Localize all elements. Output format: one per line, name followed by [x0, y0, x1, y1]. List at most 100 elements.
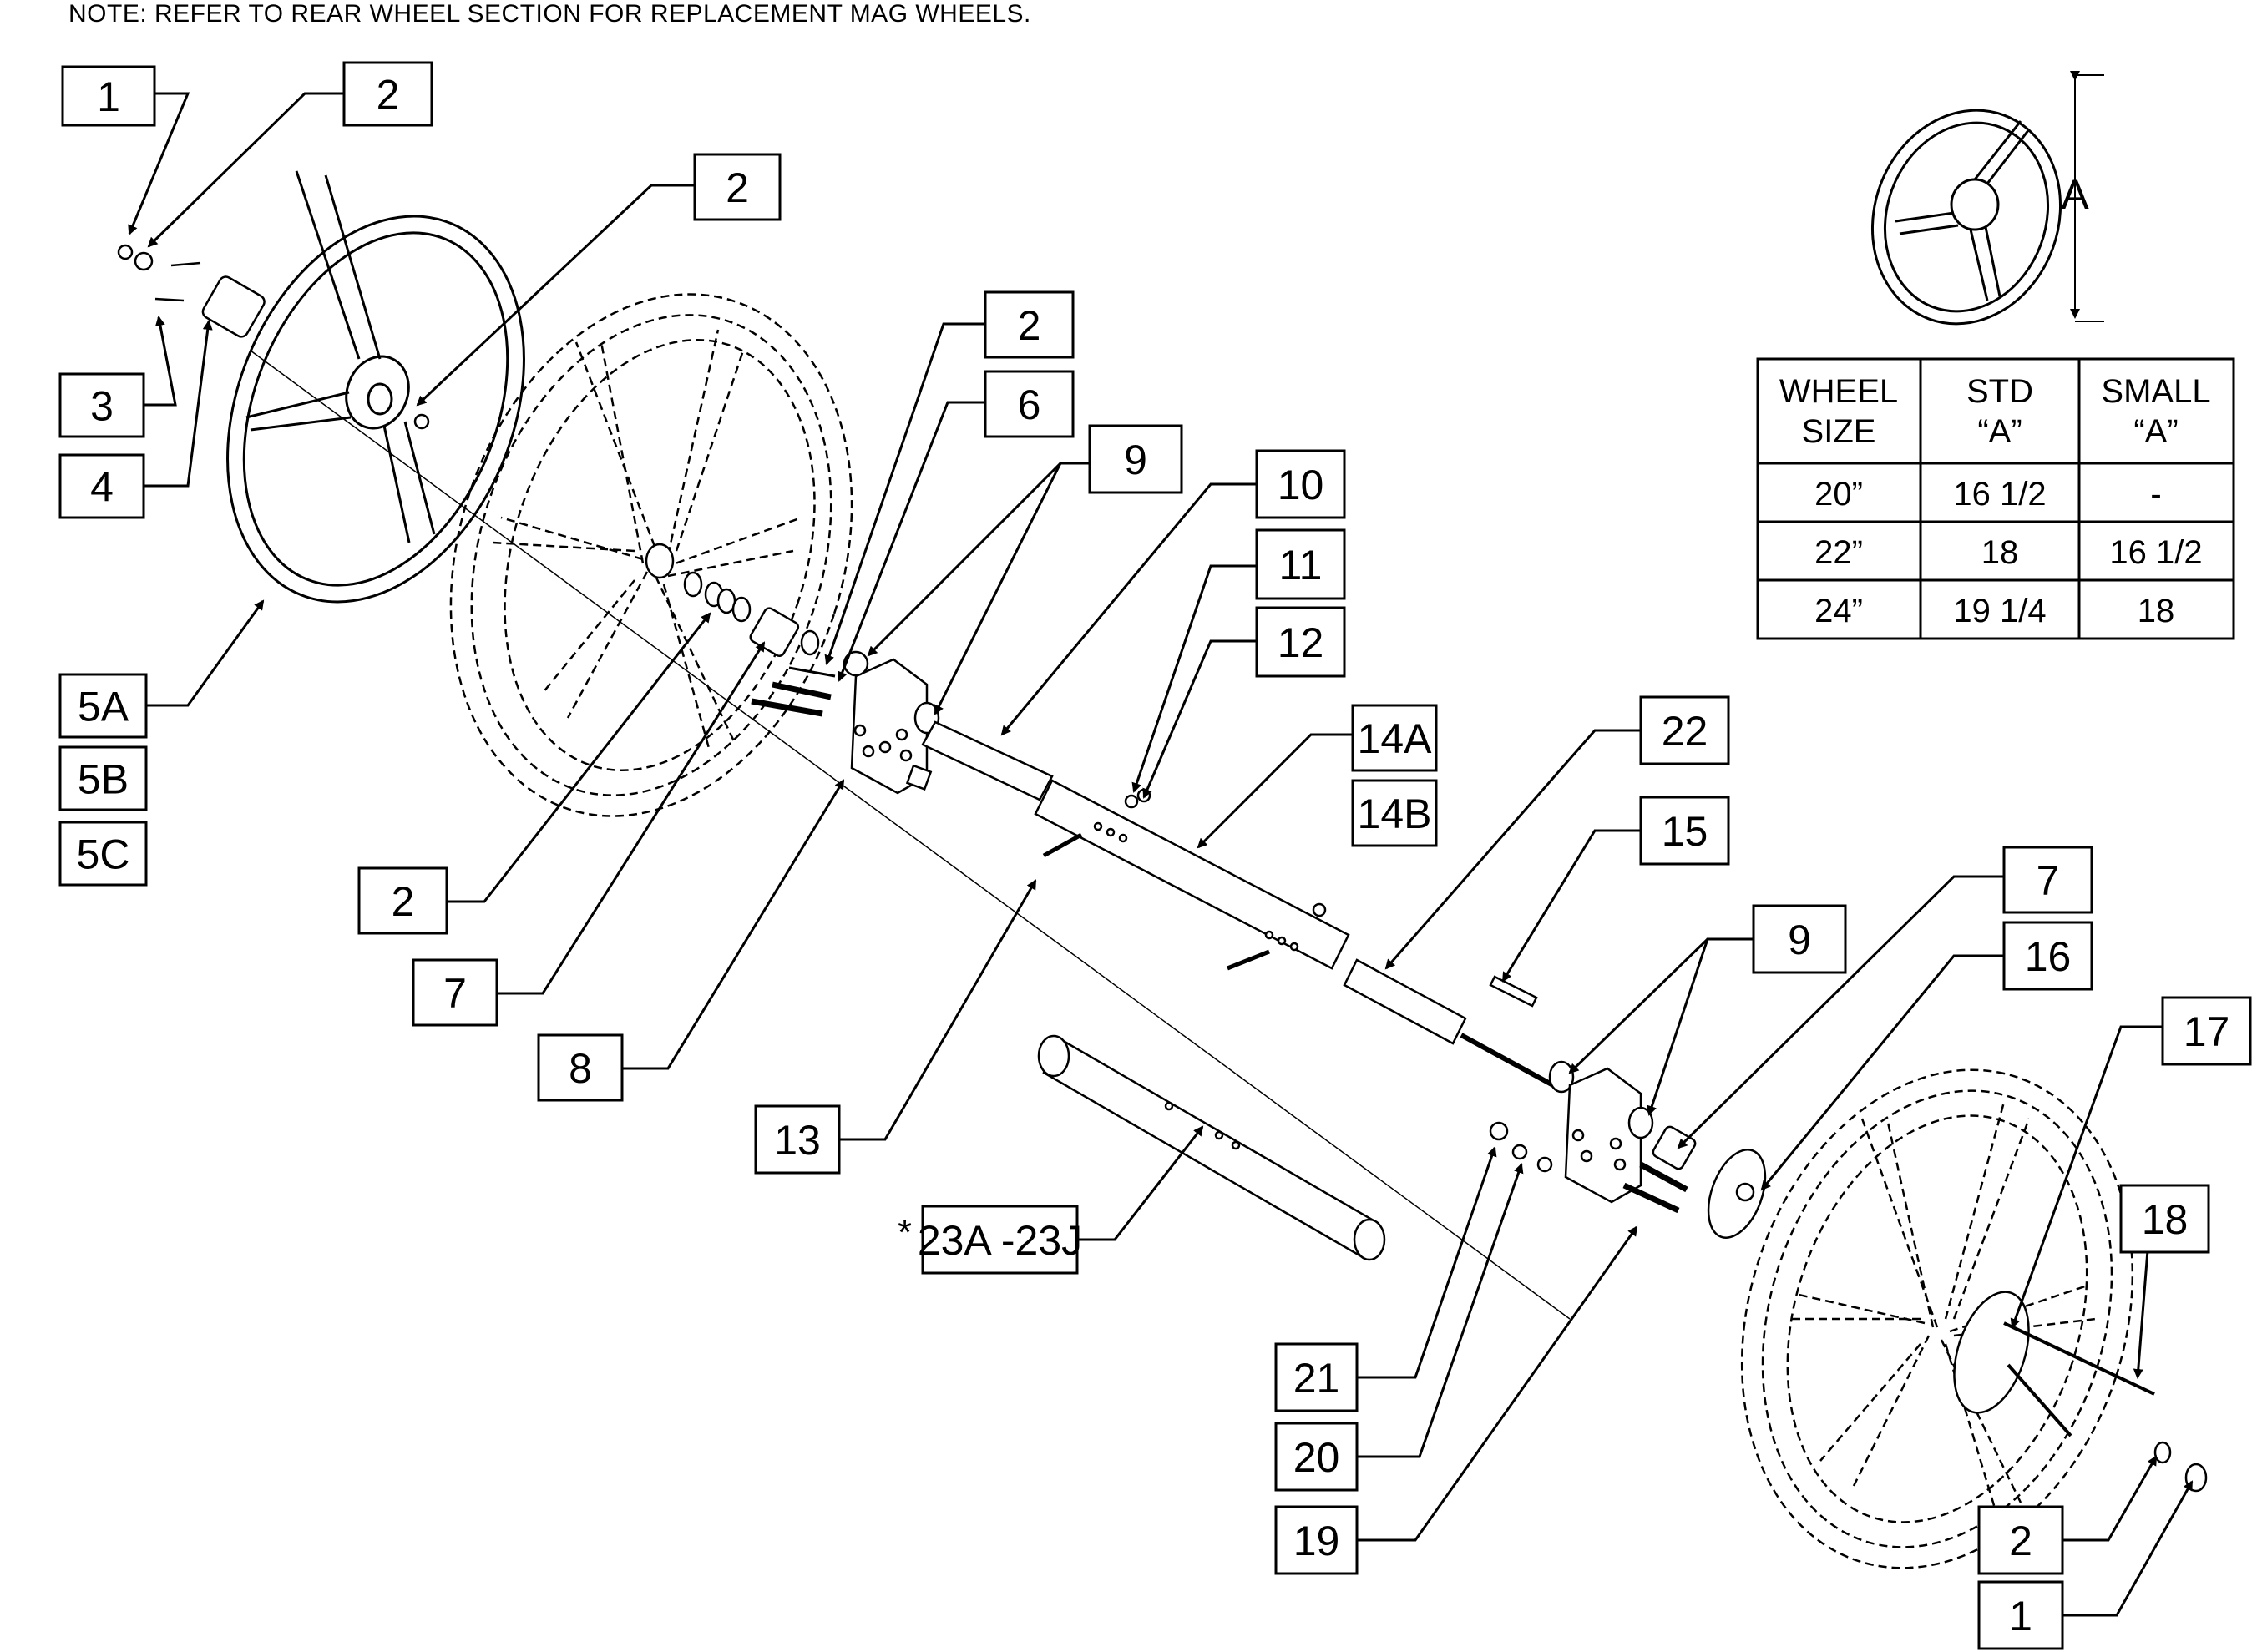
callout-c2b: 2 — [693, 153, 782, 221]
callout-label: 7 — [2037, 857, 2060, 904]
callout-label: 3 — [90, 383, 114, 430]
asterisk-mark: * — [898, 1212, 913, 1253]
table-header-cell: “A” — [2133, 413, 2178, 450]
callout-c15: 15 — [1639, 796, 1730, 866]
callout-c2e: 2 — [1977, 1505, 2064, 1575]
callout-label: 5A — [78, 684, 129, 730]
dimension-a-label: A — [2061, 171, 2089, 218]
callout-c2d: 2 — [984, 290, 1075, 359]
callout-c5C: 5C — [58, 821, 148, 887]
callout-box — [1752, 904, 1847, 974]
callout-label: 17 — [2184, 1008, 2230, 1055]
callout-box — [58, 673, 148, 739]
callout-box — [58, 453, 145, 519]
callout-box — [61, 65, 156, 127]
callout-c17: 17 — [2161, 996, 2252, 1066]
callout-c2a: 2 — [342, 61, 433, 127]
table-cell: 18 — [2138, 593, 2175, 629]
callout-label: 5C — [77, 831, 130, 878]
callout-label: 7 — [443, 970, 467, 1017]
callout-label: 8 — [569, 1045, 592, 1092]
callout-label: 1 — [97, 73, 120, 120]
callout-box — [1255, 449, 1346, 519]
callout-box — [1351, 779, 1438, 847]
callout-label: 1 — [2009, 1593, 2032, 1639]
callout-c2c: 2 — [357, 866, 448, 935]
callout-c21: 21 — [1274, 1342, 1359, 1412]
rear-wheel-left — [449, 293, 853, 817]
callout-label: 2 — [392, 878, 415, 925]
callout-c19: 19 — [1274, 1505, 1359, 1575]
callout-label: 14B — [1358, 791, 1432, 837]
callout-label: 14A — [1358, 715, 1433, 762]
callout-box — [754, 1104, 841, 1175]
callout-c22: 22 — [1639, 695, 1730, 765]
callout-label: 20 — [1293, 1434, 1340, 1481]
table-cell: 16 1/2 — [2109, 534, 2202, 571]
callout-c10: 10 — [1255, 449, 1346, 519]
callout-label: 12 — [1278, 619, 1324, 666]
table-cell: - — [2150, 476, 2161, 513]
callout-label: 10 — [1278, 462, 1324, 508]
callout-box — [2002, 921, 2093, 991]
table-cell: 24” — [1814, 593, 1863, 629]
callout-label: 23A -23J — [918, 1217, 1082, 1264]
callout-box — [1639, 695, 1730, 765]
callout-c20: 20 — [1274, 1422, 1359, 1492]
table-header-cell: STD — [1966, 373, 2033, 410]
callout-c3: 3 — [58, 372, 145, 438]
table-cell: 18 — [1981, 534, 2019, 571]
callout-label: 2 — [1018, 302, 1041, 349]
callout-box — [1351, 704, 1438, 772]
callout-c1a: 1 — [61, 65, 156, 127]
callout-label: 6 — [1018, 381, 1041, 428]
callout-box — [58, 372, 145, 438]
callout-box — [2161, 996, 2252, 1066]
table-cell: 19 1/4 — [1953, 593, 2046, 629]
callout-box — [1977, 1580, 2064, 1650]
callout-box — [2119, 1184, 2210, 1254]
callout-box — [1639, 796, 1730, 866]
callout-c23: 23A -23J — [918, 1205, 1082, 1275]
callout-label: 13 — [774, 1117, 821, 1164]
callout-c8: 8 — [537, 1033, 624, 1102]
handrim-left — [226, 170, 525, 604]
callout-label: 2 — [2009, 1518, 2032, 1564]
callout-box — [412, 958, 498, 1027]
callout-c13: 13 — [754, 1104, 841, 1175]
wheel-size-icon — [1870, 71, 2104, 326]
callout-box — [1255, 606, 1346, 678]
callout-c6: 6 — [984, 370, 1075, 438]
callout-box — [58, 745, 148, 811]
callout-label: 2 — [726, 164, 749, 211]
callout-c1b: 1 — [1977, 1580, 2064, 1650]
callout-box — [58, 821, 148, 887]
table-header-cell: “A” — [1977, 413, 2022, 450]
callout-c5B: 5B — [58, 745, 148, 811]
callout-c11: 11 — [1255, 528, 1346, 600]
note-text: NOTE: REFER TO REAR WHEEL SECTION FOR RE… — [68, 0, 1031, 28]
callout-box — [1274, 1422, 1359, 1492]
callout-label: 4 — [90, 464, 114, 511]
callout-c9b: 9 — [1752, 904, 1847, 974]
wheel-size-table — [1756, 357, 2235, 640]
callout-c9a: 9 — [1088, 424, 1183, 494]
callout-box — [537, 1033, 624, 1102]
callout-box — [984, 370, 1075, 438]
table-header-cell: SIZE — [1802, 413, 1876, 450]
callout-label: 2 — [377, 72, 400, 119]
axle-tube-23 — [1037, 1034, 1386, 1261]
callout-box — [1274, 1505, 1359, 1575]
callout-box — [1274, 1342, 1359, 1412]
callout-c14B: 14B — [1351, 779, 1438, 847]
callout-label: 9 — [1124, 437, 1147, 483]
callout-label: 5B — [78, 756, 129, 803]
callout-c14A: 14A — [1351, 704, 1438, 772]
callout-label: 22 — [1662, 708, 1708, 755]
callout-box — [1088, 424, 1183, 494]
callout-label: 16 — [2025, 933, 2072, 980]
callout-label: 15 — [1662, 808, 1708, 855]
table-cell: 20” — [1814, 476, 1863, 513]
callout-label: 18 — [2142, 1196, 2189, 1243]
